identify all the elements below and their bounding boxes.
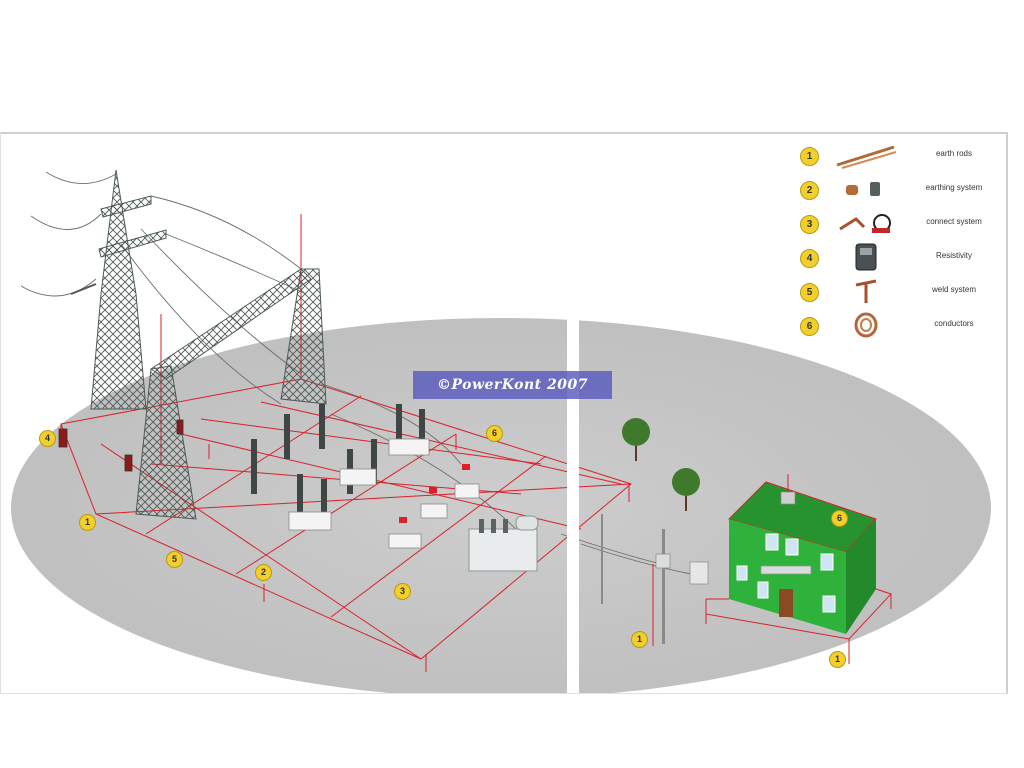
legend-number: 5 [800,283,819,302]
callout-conductors-house: 6 [831,510,848,527]
transformer [468,515,539,572]
legend-label: earth rods [935,149,973,158]
callout-weld-system: 5 [166,551,183,568]
legend-item: 1 earth rods [796,145,1006,169]
legend-number: 1 [800,147,819,166]
transmission-tower [70,169,167,410]
legend-item: 3 connect system [796,213,1006,235]
legend-label: weld system [931,285,976,294]
legend-number: 4 [800,249,819,268]
callout-earth-rods-pole: 1 [631,631,648,648]
legend-number: 6 [800,317,819,336]
earth-rod-icon [836,145,897,169]
callout-earth-rods-house: 1 [829,651,846,668]
switchgear [251,404,539,572]
legend-number: 3 [800,215,819,234]
copyright-watermark: ©PowerKont 2007 [413,371,612,399]
legend-item: 4 Resistivity [796,243,1006,271]
substation-scene [11,169,991,693]
meter-icon [855,243,877,271]
callout-earthing-system: 2 [255,564,272,581]
legend-item: 5 weld system [796,279,1006,303]
legend-label: connect system [926,217,982,226]
house-earthing [652,564,892,664]
callout-connect-system: 3 [394,583,411,600]
callout-conductors: 6 [486,425,503,442]
trees [622,418,700,511]
utility-pole [601,514,709,644]
connector-icon [839,214,891,233]
weld-icon [855,279,877,303]
legend-label: Resistivity [935,251,972,260]
power-lines [20,171,692,575]
house [728,474,877,634]
legend-item: 6 conductors [796,312,1006,338]
callout-earth-rods-left: 1 [79,514,96,531]
substation-gantry [135,268,327,520]
legend-item: 2 earthing system [796,179,1006,201]
earth-rod-cylinders [58,419,184,472]
coil-icon [854,312,878,338]
legend-label: conductors [934,319,974,328]
legend-number: 2 [800,181,819,200]
legend-label: earthing system [925,183,983,192]
callout-resistivity: 4 [39,430,56,447]
clamp-icon [846,182,880,196]
diagram-frame: ©PowerKont 2007 4 6 1 5 2 3 6 1 1 1 eart… [0,132,1008,694]
panel-divider [567,134,579,693]
legend: 1 earth rods 2 earthing system 3 connect… [796,140,1006,340]
